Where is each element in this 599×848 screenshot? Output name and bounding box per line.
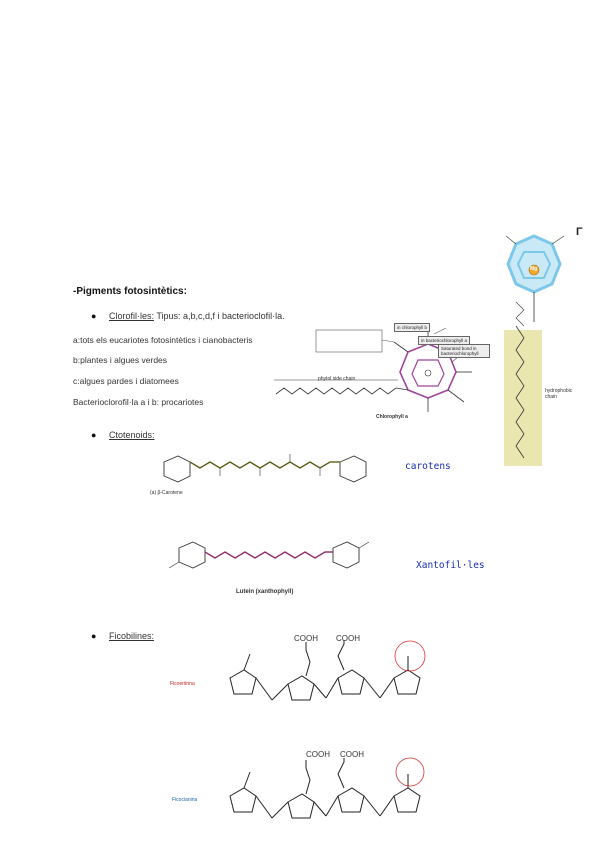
- lutein-figure: [165, 534, 375, 582]
- chlorophyll-tall-figure: Mg hydrophobic chain: [494, 226, 573, 470]
- corner-mark: Γ: [576, 226, 583, 238]
- ficoeritrina-drawing: [229, 640, 426, 701]
- carotens-label: carotens: [405, 461, 451, 472]
- callout-chlorophyll-b: in chlorophyll b: [394, 323, 431, 332]
- ficocianina-cooh-2: COOH: [340, 750, 364, 759]
- bullet-clorofiles: ●: [91, 311, 97, 321]
- xantofiles-label: Xantofil·les: [416, 560, 485, 571]
- ficoeritrina-cooh-2: COOH: [336, 634, 360, 643]
- clorofiles-line: Clorofil·les: Tipus: a,b,c,d,f i bacteri…: [109, 311, 285, 321]
- lutein-drawing: [168, 541, 370, 569]
- ficoeritrina-figure: COOH COOH: [210, 634, 436, 724]
- chlorophyll-caption: Chlorophyll a: [376, 414, 408, 420]
- carotenoids-title: Ctotenoids:: [109, 430, 155, 440]
- chlorophyll-structure-figure: in chlorophyll b in bacteriochlorophyll …: [268, 322, 490, 426]
- section-heading: -Pigments fotosintètics:: [73, 286, 187, 297]
- bullet-carotenoids: ●: [91, 430, 97, 440]
- ficocianina-cooh-1: COOH: [306, 750, 330, 759]
- beta-carotene-caption: (a) β-Carotene: [150, 490, 183, 496]
- ficocianina-drawing: [229, 757, 425, 819]
- clorofiles-type-b: b:plantes i algues verdes: [73, 355, 168, 365]
- lutein-caption: Lutein (xanthophyll): [236, 589, 294, 595]
- hydrophobic-chain-label: hydrophobic chain: [545, 388, 573, 400]
- ficocianina-figure: COOH COOH: [210, 750, 436, 842]
- chlorophyll-tall-drawing: [504, 234, 565, 466]
- beta-carotene-figure: (a) β-Carotene: [150, 448, 382, 506]
- ficoeritrina-cooh-1: COOH: [294, 634, 318, 643]
- ficobilines-title: Ficobilines:: [109, 631, 155, 641]
- bullet-ficobilines: ●: [91, 631, 97, 641]
- clorofiles-type-bacterio: Bacterioclorofil·la a i b: procariotes: [73, 397, 204, 407]
- beta-carotene-drawing: [163, 454, 367, 483]
- clorofiles-type-c: c:algues pardes i diatomees: [73, 376, 179, 386]
- phytol-side-chain-label: phytol side chain: [318, 376, 356, 382]
- clorofiles-types: Tipus: a,b,c,d,f i bacterioclofil·la.: [154, 311, 285, 321]
- callout-saturated-bond: Saturated bond in bacteriochlorophyll: [438, 344, 490, 358]
- clorofiles-title: Clorofil·les:: [109, 311, 155, 321]
- ficocianina-label: Ficocianina: [172, 797, 198, 803]
- clorofiles-type-a: a:tots els eucariotes fotosintètics i ci…: [73, 335, 253, 345]
- mg-atom-label: Mg: [530, 266, 538, 272]
- ficoeritrina-label: Ficoeritrina: [170, 681, 195, 687]
